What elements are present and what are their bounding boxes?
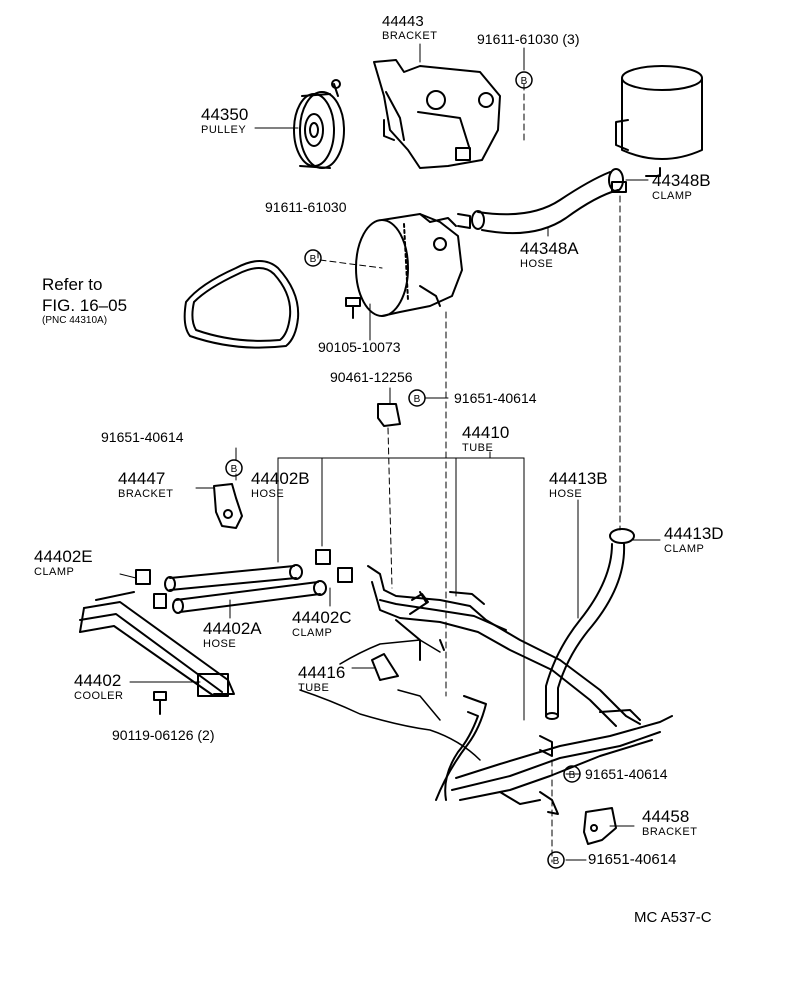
diagram-code: MC A537-C xyxy=(634,909,712,926)
bolt-marker-labels: B B B B B B xyxy=(231,76,576,867)
bolt-marker-letter: B xyxy=(414,394,421,405)
bolt-marker-letter: B xyxy=(231,464,238,475)
bolt-markers xyxy=(225,71,581,869)
dashed-lines xyxy=(235,83,621,863)
hoses-44402 xyxy=(164,564,327,614)
label-44402A: 44402A HOSE xyxy=(203,619,262,650)
bolt-marker-letter: B xyxy=(569,770,576,781)
bolt-90105-10073 xyxy=(345,297,361,319)
drive-belt xyxy=(183,260,300,349)
label-44410: 44410 TUBE xyxy=(462,423,510,454)
bolt-90119 xyxy=(153,691,167,715)
bracket-44458 xyxy=(583,807,617,845)
label-90105-10073: 90105-10073 xyxy=(318,339,401,355)
label-91611-61030-3: 91611-61030 (3) xyxy=(477,31,580,47)
label-90461-12256: 90461-12256 xyxy=(330,369,413,385)
bolt-marker-letter: B xyxy=(553,856,560,867)
label-91651-40614-c: 91651-40614 xyxy=(585,766,668,782)
label-90119-06126: 90119-06126 (2) xyxy=(112,727,215,743)
bracket-90461-12256 xyxy=(377,403,401,427)
label-44348B: 44348B CLAMP xyxy=(652,171,711,202)
bolt-marker-icon xyxy=(304,249,322,267)
label-44350: 44350 PULLEY xyxy=(201,105,249,136)
bolt-marker-icon xyxy=(515,71,533,89)
hose-44348A xyxy=(457,168,624,235)
bracket-44447 xyxy=(213,483,243,529)
cooler-44402 xyxy=(79,591,235,697)
power-steering-pump xyxy=(355,213,463,317)
label-44447: 44447 BRACKET xyxy=(118,469,174,500)
label-44348A: 44348A HOSE xyxy=(520,239,579,270)
label-refer-to: Refer to FIG. 16–05 (PNC 44310A) xyxy=(42,275,128,326)
label-44402: 44402 COOLER xyxy=(74,671,124,702)
reservoir-tank xyxy=(615,65,703,177)
tube-44416 xyxy=(371,593,429,681)
label-91651-40614-a: 91651-40614 xyxy=(454,390,537,406)
bolt-marker-letter: B xyxy=(521,76,528,87)
label-44402C: 44402C CLAMP xyxy=(292,608,352,639)
label-44413D: 44413D CLAMP xyxy=(664,524,724,555)
label-44458: 44458 BRACKET xyxy=(642,807,698,838)
lower-pressure-line xyxy=(435,695,673,815)
clamps xyxy=(135,528,635,609)
label-44402B: 44402B HOSE xyxy=(251,469,310,500)
label-91611-61030: 91611-61030 xyxy=(265,199,347,215)
label-44443: 44443 BRACKET xyxy=(382,13,438,42)
tube-44410 xyxy=(367,565,641,727)
pulley-44350 xyxy=(293,79,345,169)
bolt-marker-letter: B xyxy=(310,254,317,265)
bolt-marker-icon xyxy=(547,851,565,869)
bolt-marker-icon xyxy=(563,765,581,783)
label-44413B: 44413B HOSE xyxy=(549,469,608,500)
hose-44413B xyxy=(545,543,626,720)
label-44402E: 44402E CLAMP xyxy=(34,547,93,578)
bracket-44443 xyxy=(373,59,501,169)
bolt-marker-icon xyxy=(408,389,426,407)
leader-lines xyxy=(119,43,661,861)
label-91651-40614-b: 91651-40614 xyxy=(101,429,184,445)
clamp-44348B xyxy=(611,181,627,193)
label-44416: 44416 TUBE xyxy=(298,663,346,694)
engine-outline xyxy=(299,639,481,761)
bolt-marker-icon xyxy=(225,459,243,477)
label-91651-40614-d: 91651-40614 xyxy=(588,851,677,868)
